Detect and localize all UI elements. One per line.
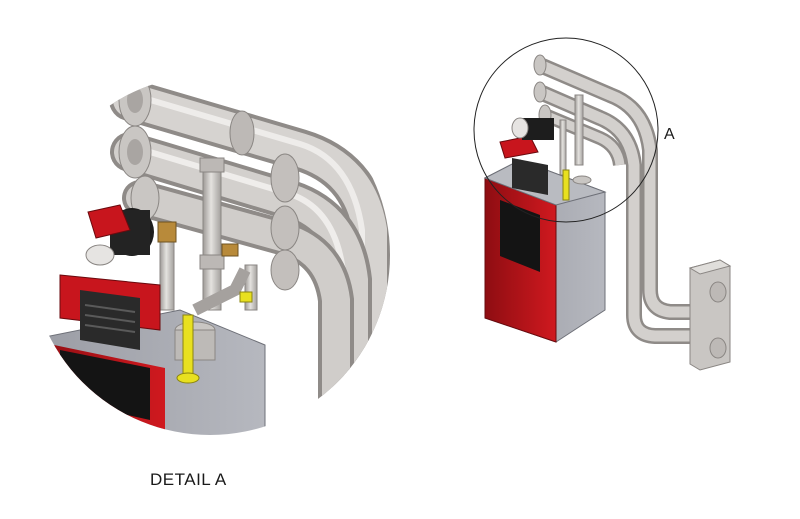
hydraulic-separator bbox=[688, 259, 732, 371]
overview-boiler-body bbox=[483, 158, 607, 343]
riser-pipes bbox=[159, 157, 258, 316]
lower-header-pipe bbox=[122, 175, 354, 428]
overview-header-pipes bbox=[533, 54, 690, 344]
overview-burner bbox=[499, 117, 554, 159]
detail-a-view bbox=[30, 75, 390, 435]
brass-valves bbox=[157, 221, 239, 257]
upper-header-pipe bbox=[109, 75, 390, 421]
callout-letter-a: A bbox=[664, 126, 676, 143]
gas-line bbox=[176, 291, 253, 384]
detail-a-caption: DETAIL A bbox=[150, 470, 227, 489]
boiler-body bbox=[30, 274, 266, 435]
middle-header-pipe bbox=[110, 125, 372, 435]
detail-callout-circle bbox=[473, 37, 659, 223]
overview-view bbox=[483, 54, 732, 371]
burner-assembly bbox=[85, 204, 154, 266]
